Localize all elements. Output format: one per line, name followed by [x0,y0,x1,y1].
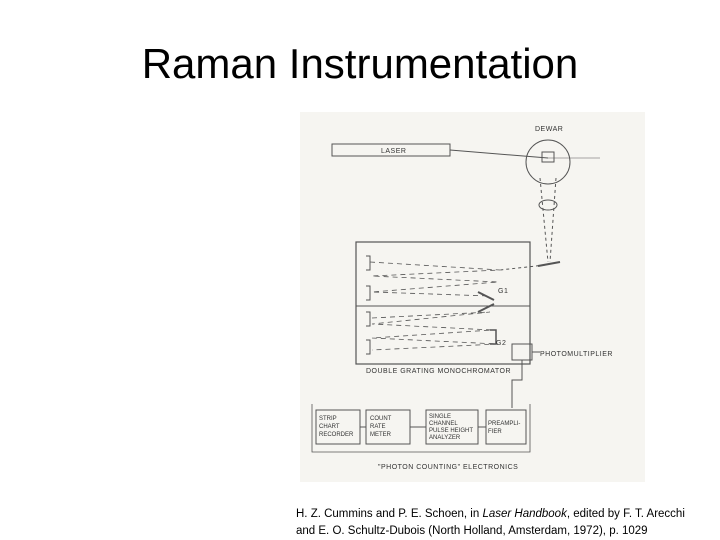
laser-beam [449,149,549,159]
label-count-2: RATE [370,424,386,430]
label-preamp-2: FIER [488,429,502,435]
citation-book: Laser Handbook [482,508,567,520]
label-g1: G1 [498,288,508,295]
label-monochromator: DOUBLE GRATING MONOCHROMATOR [366,368,511,375]
optical-path-stage-1 [369,261,501,297]
label-photomultiplier: PHOTOMULTIPLIER [540,351,613,358]
slide-title: Raman Instrumentation [141,40,579,87]
sample-cell [541,151,555,163]
label-count-3: METER [370,432,392,438]
monochromator-box [355,241,531,365]
light-path-right [549,177,557,263]
photomultiplier-tube [511,343,533,361]
label-preamp-1: PREAMPLI- [488,421,520,427]
label-analyzer-1: SINGLE [429,414,451,420]
label-laser: LASER [381,148,406,155]
label-strip-3: RECORDER [319,432,354,438]
citation-part2: , edited by F. T. Arecchi [566,508,685,520]
label-electronics: "PHOTON COUNTING" ELECTRONICS [378,464,518,471]
label-analyzer-4: ANALYZER [429,435,461,441]
citation: H. Z. Cummins and P. E. Schoen, in Laser… [296,506,716,540]
electronics-bracket [311,404,531,453]
label-analyzer-2: CHANNEL [429,421,458,427]
label-count-1: COUNT [370,416,392,422]
grating-g1 [477,291,495,301]
turning-mirror [537,261,561,267]
optical-path-stage-2 [371,311,499,351]
label-analyzer-3: PULSE HEIGHT [429,428,473,434]
label-strip-1: STRIP [319,416,337,422]
light-path-left [539,177,549,263]
mirror-1 [366,255,371,271]
label-g2: G2 [496,340,506,347]
collection-lens [538,199,558,211]
citation-line2: and E. O. Schultz-Dubois (North Holland,… [296,525,648,537]
mirror-3 [366,311,371,327]
preamplifier-box[interactable] [485,409,527,445]
mirror-to-slit-path [499,264,546,271]
label-dewar: DEWAR [535,126,563,133]
mirror-2 [366,285,371,301]
dewar-circle [525,139,571,185]
mirror-4 [366,339,371,355]
citation-part1: H. Z. Cummins and P. E. Schoen, in [296,508,483,520]
label-strip-2: CHART [319,424,340,430]
diagram-background [300,112,645,482]
grating-g1b [477,303,495,313]
pmt-cable [511,360,523,408]
grating-g2 [490,329,497,345]
